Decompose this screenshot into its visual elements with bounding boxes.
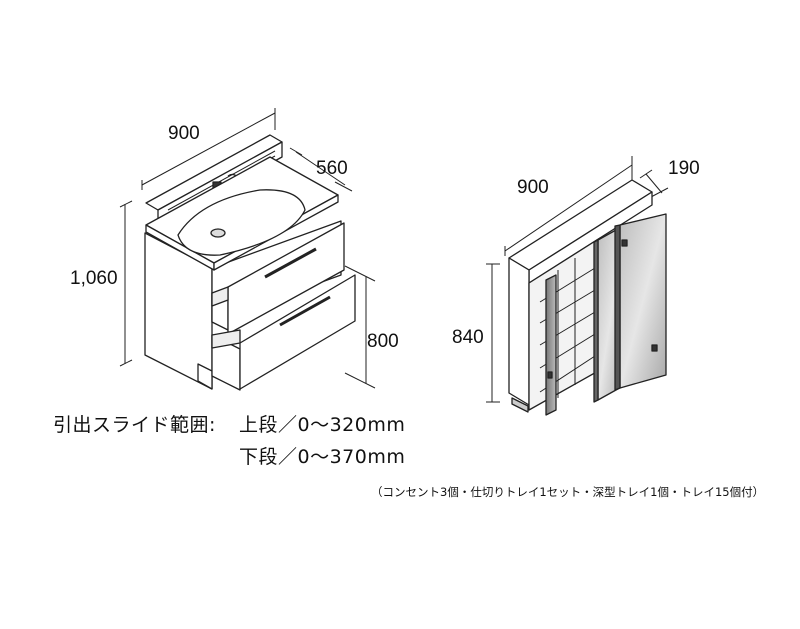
cabinet-width-label: 900: [517, 177, 549, 198]
vanity-width-dimension: [141, 108, 276, 190]
cabinet-center-door-edge: [593, 239, 599, 403]
accessory-note: （コンセント3個・仕切りトレイ1セット・深型トレイ1個・トレイ15個付）: [371, 485, 765, 499]
cabinet-height-label: 840: [452, 327, 484, 348]
cabinet-left-door: [545, 274, 557, 416]
cabinet-depth-label: 190: [668, 158, 700, 179]
lower-drawer-front: [239, 274, 356, 390]
lower-drawer-box: [211, 329, 241, 349]
upper-drawer-handle: [264, 247, 317, 279]
mirror-cabinet-drawing: 900 190 840: [452, 156, 700, 416]
slide-range-upper: 上段／0〜320mm: [239, 414, 406, 436]
drain-icon: [210, 228, 226, 238]
hinge-icon: [621, 239, 628, 247]
vanity-basin: [177, 189, 306, 256]
upper-drawer-box: [211, 286, 229, 307]
vanity-width-label: 900: [168, 123, 200, 144]
cabinet-width-dimension: [504, 156, 633, 256]
vanity-toe-kick: [197, 363, 213, 390]
vanity-height-dimension: [119, 200, 133, 367]
vanity-counter-dimension: [344, 265, 376, 389]
hinge-icon-3: [547, 371, 553, 379]
slide-range-heading: 引出スライド範囲:: [53, 414, 216, 436]
cabinet-right-door-edge: [614, 224, 621, 391]
lower-drawer-handle: [279, 295, 331, 327]
cabinet-left-side: [508, 257, 530, 406]
slide-range-lower: 下段／0〜370mm: [239, 446, 406, 468]
cabinet-height-dimension: [486, 263, 500, 403]
vanity-height-label: 1,060: [70, 268, 118, 289]
vanity-depth-label: 560: [316, 158, 348, 179]
hinge-icon-2: [651, 344, 658, 352]
vanity-depth-dimension: [289, 147, 353, 192]
vanity-drawing: 900 560 1,060 800: [70, 108, 399, 391]
vanity-counter-height-label: 800: [367, 331, 399, 352]
cabinet-depth-dimension: [639, 169, 669, 198]
cabinet-bottom-light: [511, 397, 529, 413]
